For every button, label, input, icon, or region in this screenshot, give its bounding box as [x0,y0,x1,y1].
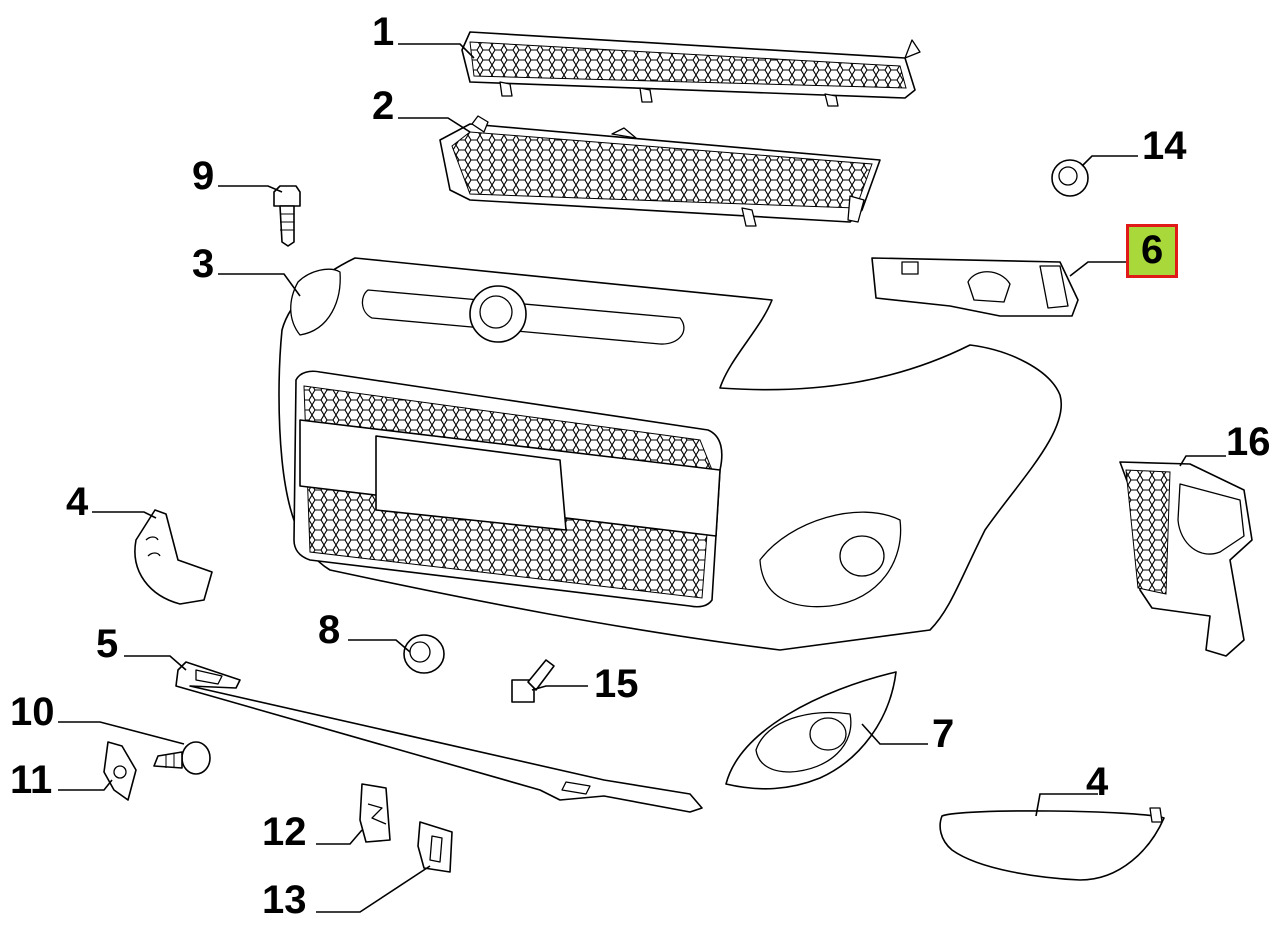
leader-lines [58,43,1226,913]
grommet-8-part[interactable] [403,634,445,674]
callout-16[interactable]: 16 [1226,420,1271,464]
callout-13[interactable]: 13 [262,878,307,922]
callout-4-left[interactable]: 4 [66,480,89,524]
side-bracket-16-part[interactable] [1119,461,1253,657]
callout-1[interactable]: 1 [372,10,395,54]
screw-10-part[interactable] [153,741,211,775]
callout-2[interactable]: 2 [372,84,395,128]
callout-10[interactable]: 10 [10,690,55,734]
callout-7[interactable]: 7 [932,712,955,756]
front-bumper-part[interactable] [278,257,1063,651]
grommet-14-part[interactable] [1051,159,1089,197]
clip-13-part[interactable] [417,821,453,873]
cover-4-left-part[interactable] [134,509,213,605]
callout-15[interactable]: 15 [594,662,639,706]
callout-8[interactable]: 8 [318,608,341,652]
upper-grille-part[interactable] [461,31,921,107]
bolt-15-part[interactable] [511,659,555,703]
callout-9[interactable]: 9 [192,154,215,198]
callout-11[interactable]: 11 [10,758,53,802]
fog-lamp-bezel-7-part[interactable] [725,671,897,790]
callout-4-right[interactable]: 4 [1086,760,1109,804]
callout-14[interactable]: 14 [1142,124,1187,168]
bolt-9-part[interactable] [273,185,301,247]
reinforcement-bar-5-part[interactable] [175,661,703,813]
callout-12[interactable]: 12 [262,810,307,854]
clip-nut-11-part[interactable] [103,741,137,801]
cover-4-right-part[interactable] [939,807,1165,881]
callout-3[interactable]: 3 [192,242,215,286]
callout-5[interactable]: 5 [96,622,119,666]
bracket-6-part[interactable] [871,257,1079,317]
lower-grille-part[interactable] [439,115,881,227]
callout-6-highlighted[interactable]: 6 [1126,224,1179,278]
clip-12-part[interactable] [359,783,391,843]
